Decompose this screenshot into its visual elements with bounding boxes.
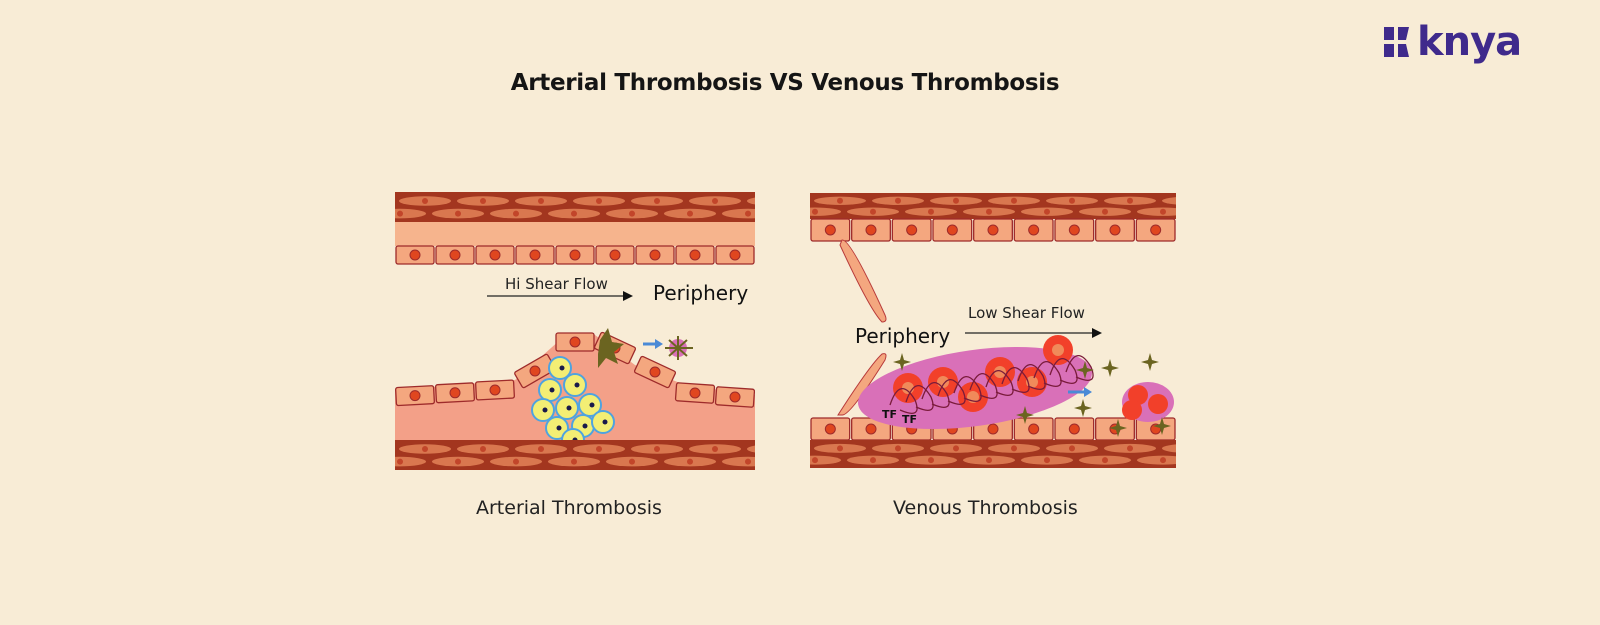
knya-logo-icon <box>1384 27 1409 57</box>
endothelium-top <box>395 245 755 265</box>
arterial-caption: Arterial Thrombosis <box>476 497 662 519</box>
vessel-wall-muscle-top <box>395 192 755 222</box>
logo-text: knya <box>1417 19 1522 65</box>
periphery-label: Periphery <box>855 324 950 348</box>
vessel-wall-muscle-top <box>810 193 1176 219</box>
arterial-thrombosis-illustration: Hi Shear Flow Periphery <box>395 192 755 470</box>
periphery-label: Periphery <box>653 281 748 305</box>
flow-label: Low Shear Flow <box>968 304 1085 322</box>
vessel-wall-muscle-bottom <box>810 440 1176 468</box>
red-blood-cells <box>889 335 1094 414</box>
endothelium-top <box>810 218 1176 242</box>
valve-leaflet-top <box>839 239 887 323</box>
venous-thrombosis-illustration: Low Shear Flow Periphery TF TF <box>810 193 1176 468</box>
embolus <box>665 336 693 360</box>
intima-layer-top <box>395 222 755 246</box>
vessel-wall-muscle-bottom <box>395 440 755 470</box>
tf-label: TF <box>882 408 897 421</box>
tf-label: TF <box>902 413 917 426</box>
page-title: Arterial Thrombosis VS Venous Thrombosis <box>510 70 1060 96</box>
knya-logo: knya <box>1383 19 1522 65</box>
venous-caption: Venous Thrombosis <box>893 497 1078 519</box>
valve-leaflet-bottom <box>837 353 887 416</box>
flow-label: Hi Shear Flow <box>505 275 608 293</box>
